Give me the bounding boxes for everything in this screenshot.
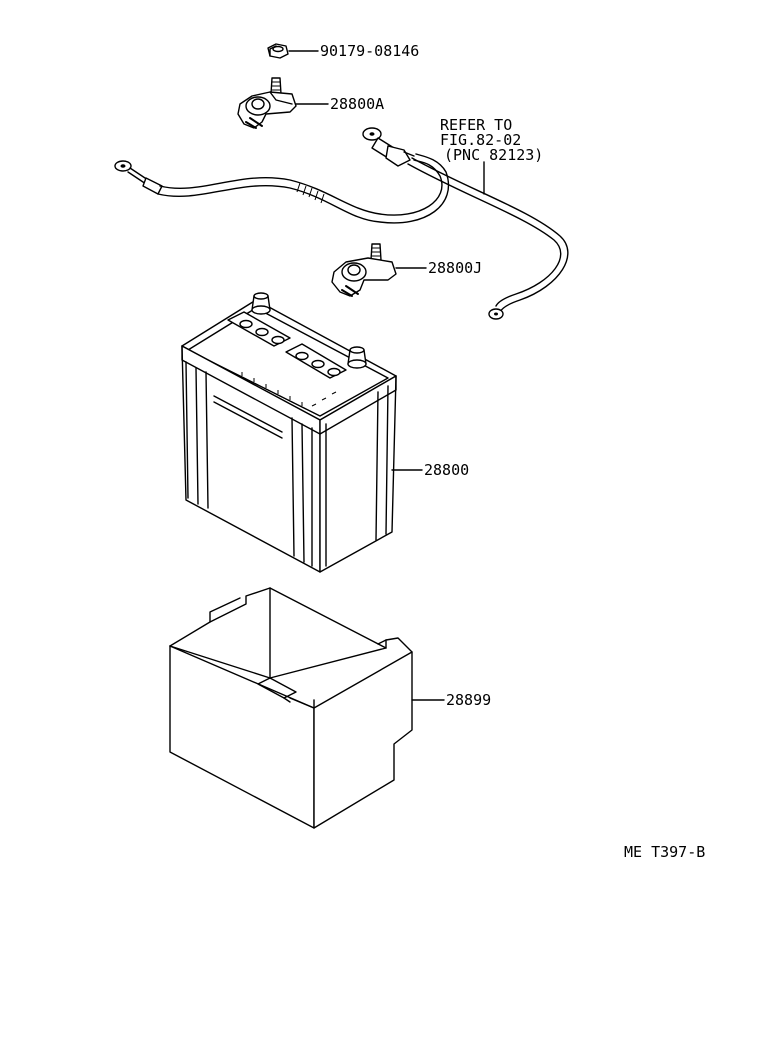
terminal-negative-illustration [331, 243, 397, 297]
negative-cable-illustration [114, 153, 449, 224]
part-label-terminal-positive[interactable]: 28800A [330, 95, 384, 113]
part-label-battery[interactable]: 28800 [424, 461, 469, 479]
part-label-terminal-negative[interactable]: 28800J [428, 259, 482, 277]
battery-illustration [181, 292, 397, 573]
terminal-positive-illustration [237, 77, 297, 129]
reference-line-3: (PNC 82123) [444, 146, 543, 164]
reference-line-1: REFER TO [440, 116, 512, 134]
reference-line-2[interactable]: FIG.82-02 [440, 131, 521, 149]
battery-tray-illustration [169, 587, 413, 829]
part-label-tray[interactable]: 28899 [446, 691, 491, 709]
figure-code: ME T397-B [624, 843, 705, 861]
part-label-nut[interactable]: 90179-08146 [320, 42, 419, 60]
positive-cable-illustration [362, 127, 569, 320]
nut-illustration [267, 43, 289, 59]
